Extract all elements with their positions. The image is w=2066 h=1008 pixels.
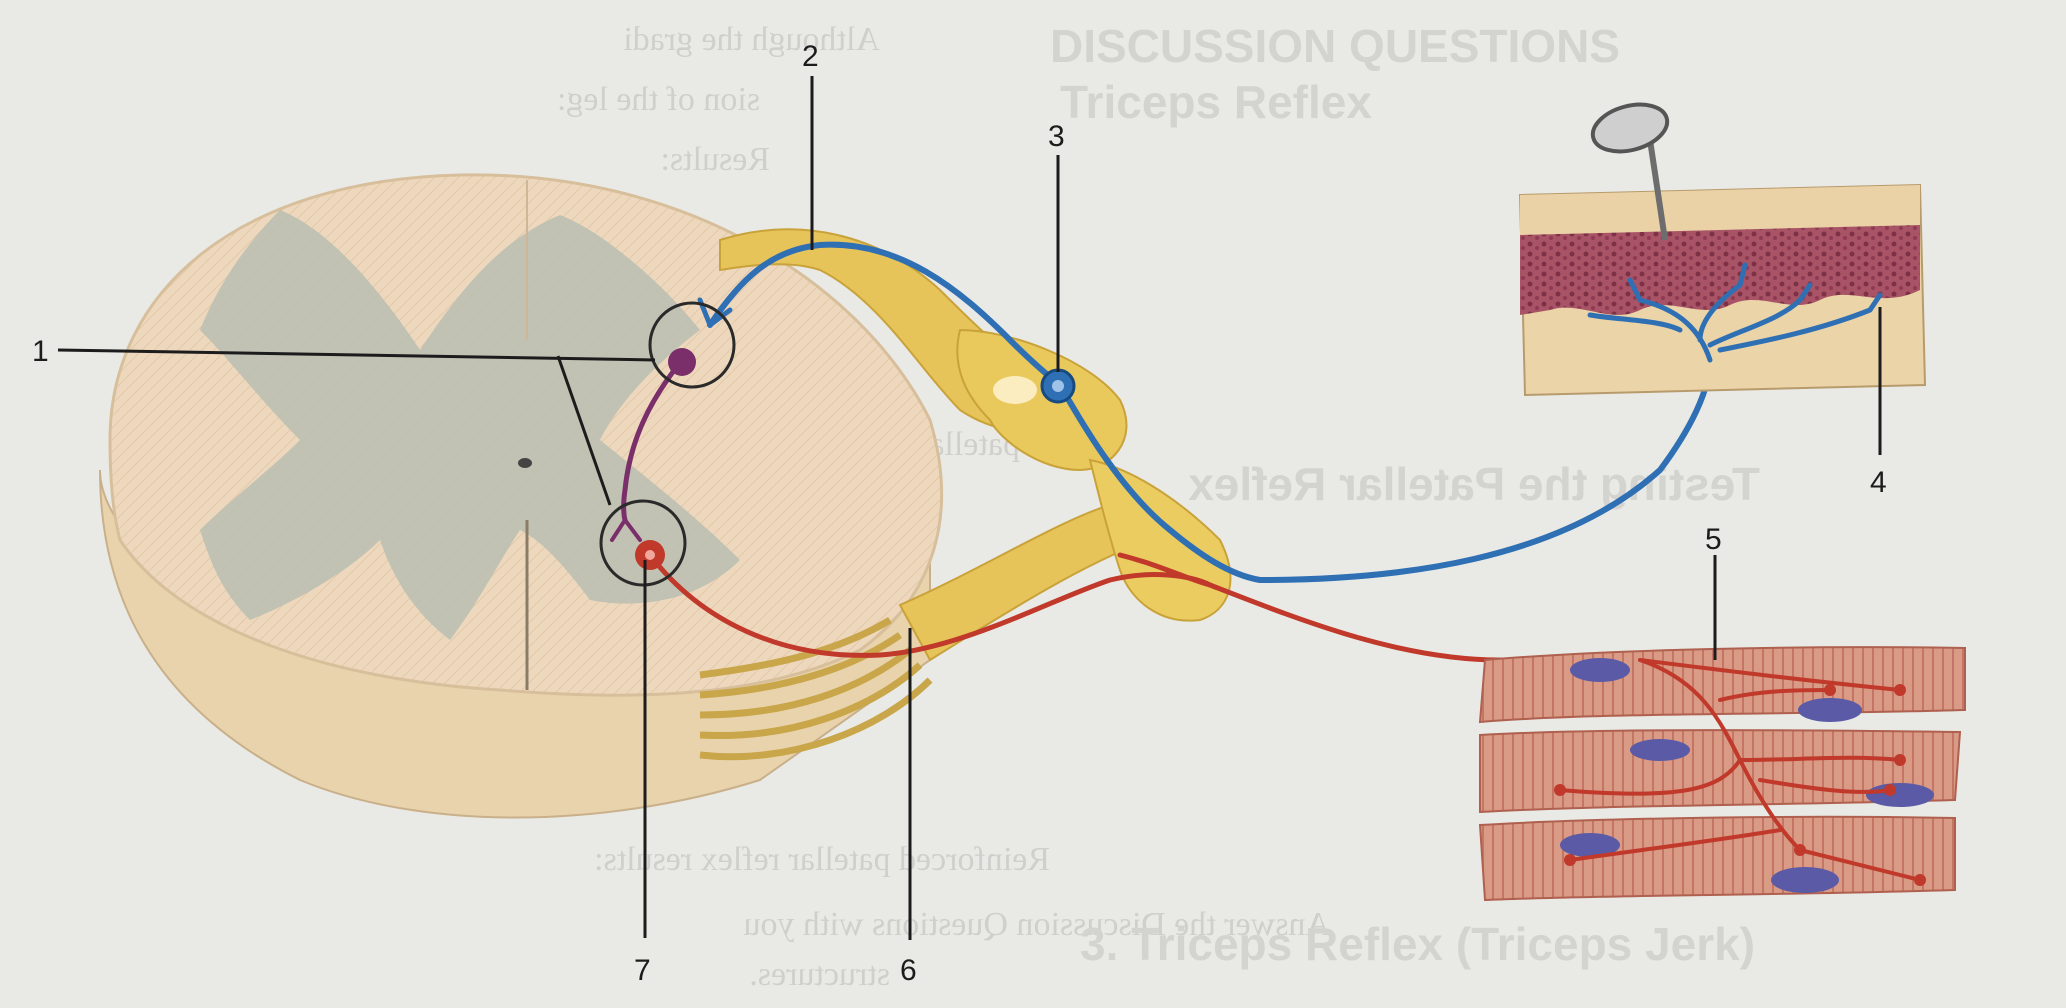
ghost-text-left-2: sion of the leg: bbox=[557, 81, 760, 118]
label-3: 3 bbox=[1048, 120, 1065, 153]
receptor-endings bbox=[1587, 262, 1883, 363]
interneuron-cell-body bbox=[668, 348, 696, 376]
label-7: 7 bbox=[634, 954, 651, 987]
synapse-circle-lower bbox=[599, 499, 687, 587]
central-canal bbox=[518, 458, 532, 468]
label-5: 5 bbox=[1705, 523, 1722, 556]
spinal-cord bbox=[99, 173, 943, 819]
epidermis-layer bbox=[1520, 225, 1920, 315]
ghost-text-right-4: 3. Triceps Reflex (Triceps Jerk) bbox=[1080, 918, 1755, 970]
ghost-text-right-3: Testing the Patellar Reflex bbox=[1188, 458, 1760, 510]
synapse-circle-upper bbox=[648, 301, 736, 389]
muscle-nucleus bbox=[1560, 833, 1620, 857]
ghost-text-left-1: Although the gradi bbox=[623, 21, 880, 58]
label-1: 1 bbox=[32, 335, 49, 368]
muscle-nucleus bbox=[1866, 783, 1934, 807]
muscle-nucleus bbox=[1771, 867, 1839, 893]
label-4: 4 bbox=[1870, 466, 1887, 499]
muscle-section bbox=[1478, 646, 1966, 902]
ghost-text-left-3: Results: bbox=[660, 141, 770, 178]
ghost-text-right-2: Triceps Reflex bbox=[1060, 76, 1372, 128]
ghost-text-right-1: DISCUSSION QUESTIONS bbox=[1050, 20, 1620, 72]
stratum-corneum bbox=[1520, 185, 1920, 235]
interneuron bbox=[621, 357, 685, 523]
label-6: 6 bbox=[900, 954, 917, 987]
interneuron-tips bbox=[610, 518, 642, 542]
pin-icon bbox=[1590, 102, 1670, 241]
sensory-neuron bbox=[707, 241, 1713, 584]
motor-end-plates bbox=[1558, 658, 1922, 882]
muscle-nucleus bbox=[1630, 739, 1690, 761]
leader-line-1b bbox=[556, 355, 612, 506]
muscle-fiber-3 bbox=[1478, 815, 1956, 902]
muscle-fiber-1 bbox=[1478, 646, 1966, 724]
muscle-nucleus bbox=[1570, 658, 1630, 682]
leader-line-1a bbox=[57, 348, 656, 362]
label-2: 2 bbox=[802, 40, 819, 73]
ghost-text-left-6: Answer the Discussion Questions with you bbox=[744, 906, 1330, 943]
ghost-text-left-7: structures. bbox=[749, 956, 890, 993]
motor-nucleus bbox=[645, 550, 655, 560]
sensory-nucleus bbox=[1052, 380, 1064, 392]
ganglion-highlight bbox=[993, 376, 1037, 404]
end-plate-dots bbox=[1554, 684, 1926, 886]
ghost-text-left-5: Reinforced patellar reflex results: bbox=[594, 841, 1050, 878]
diagram-labels: 1 2 3 4 5 6 7 bbox=[32, 40, 1887, 987]
motor-into-root bbox=[1117, 552, 1213, 588]
skin-section bbox=[1518, 102, 1927, 397]
dorsal-root-ganglion bbox=[956, 328, 1128, 472]
muscle-nucleus bbox=[1798, 698, 1862, 722]
gray-matter bbox=[200, 210, 740, 640]
leader-lines bbox=[57, 76, 1882, 940]
